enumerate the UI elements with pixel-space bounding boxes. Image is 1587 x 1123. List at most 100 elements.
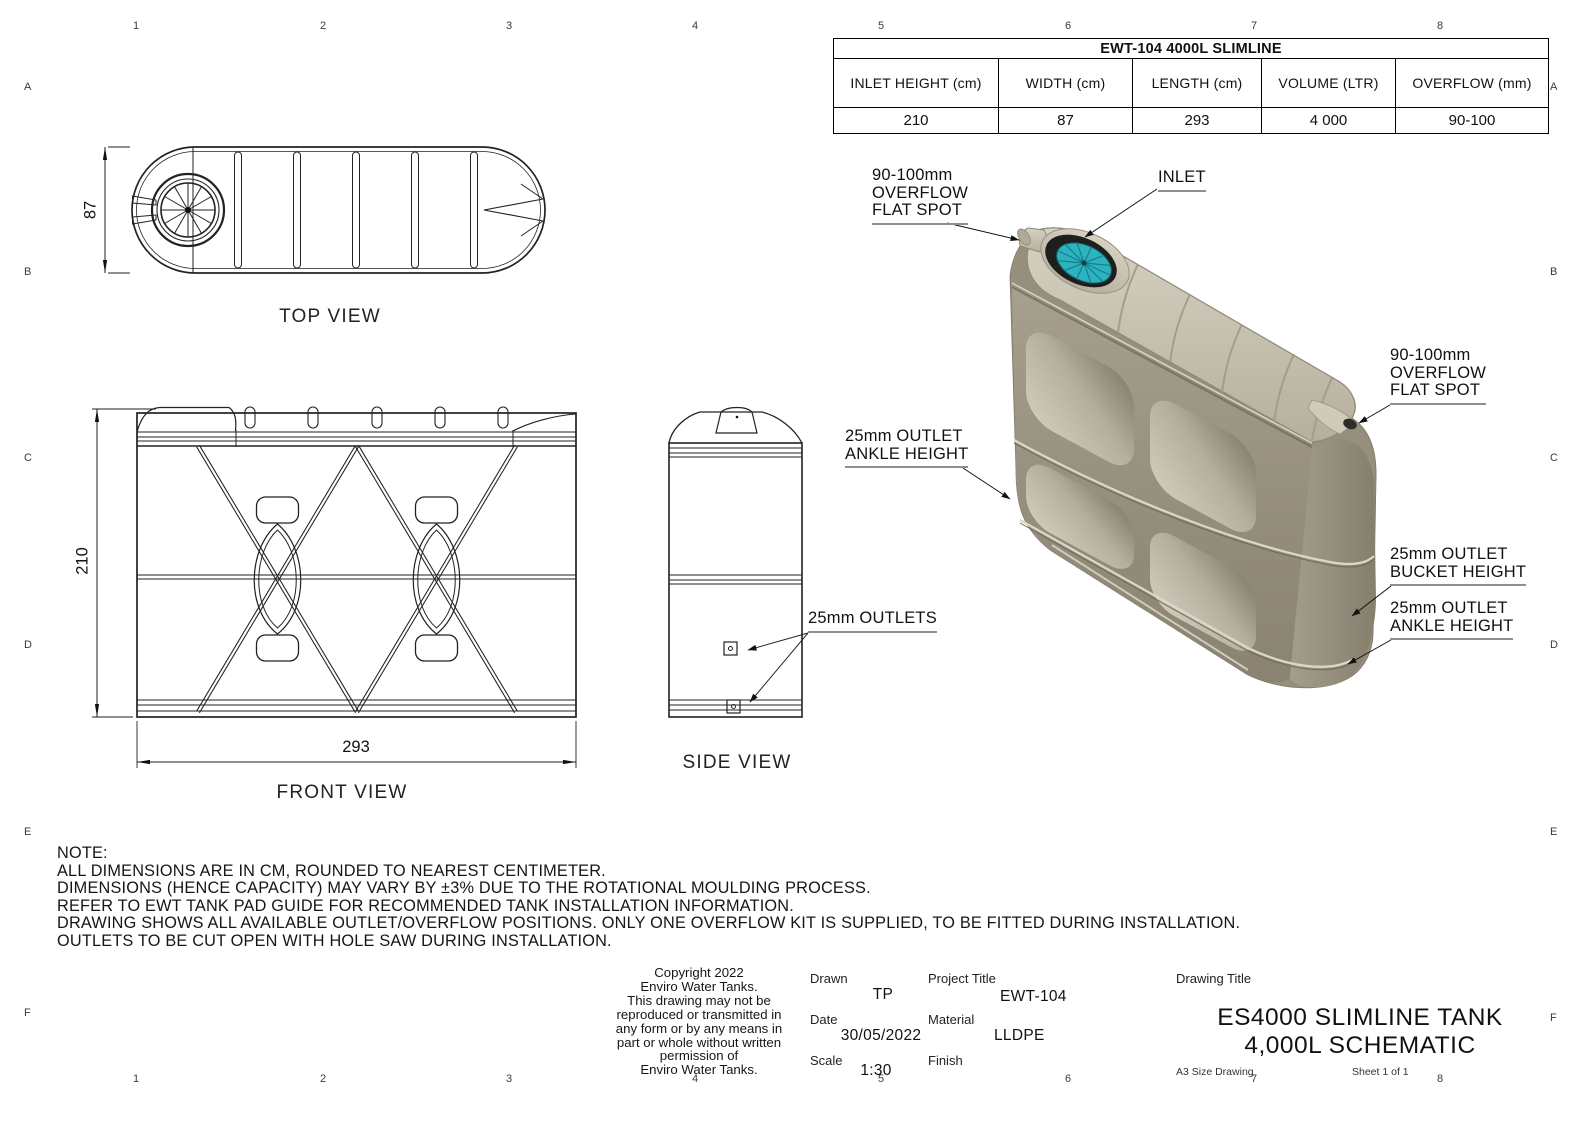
- grid-row-marker: E: [24, 826, 32, 838]
- grid-col-marker: 5: [878, 20, 885, 32]
- notes-block: NOTE: ALL DIMENSIONS ARE IN CM, ROUNDED …: [57, 844, 1241, 951]
- overflow-right-callout: 90-100mm OVERFLOW FLAT SPOT: [1390, 346, 1487, 405]
- drawn-value: TP: [872, 986, 894, 1003]
- grid-col-marker: 5: [878, 1073, 885, 1085]
- grid-col-marker: 4: [692, 20, 699, 32]
- copyright-line: This drawing may not be: [627, 992, 771, 1008]
- grid-col-marker: 3: [506, 1073, 513, 1085]
- dim-front-height: 210: [73, 547, 92, 575]
- grid-row-marker: E: [1550, 826, 1558, 838]
- grid-row-marker: C: [1550, 452, 1558, 464]
- note-line: REFER TO EWT TANK PAD GUIDE FOR RECOMMEN…: [57, 896, 794, 915]
- grid-col-marker: 7: [1251, 20, 1258, 32]
- copyright-line: Copyright 2022: [654, 965, 744, 980]
- grid-col-marker: 4: [692, 1073, 699, 1085]
- grid-row-marker: C: [24, 452, 32, 464]
- callout-line: 25mm OUTLET: [1390, 545, 1508, 563]
- top-view-label: TOP VIEW: [279, 306, 381, 327]
- side-view-label: SIDE VIEW: [682, 752, 792, 773]
- spec-col-header: OVERFLOW (mm): [1395, 58, 1549, 108]
- sheet-size-note: A3 Size Drawing: [1176, 1066, 1254, 1078]
- note-line: DIMENSIONS (HENCE CAPACITY) MAY VARY BY …: [57, 879, 871, 898]
- note-line: OUTLETS TO BE CUT OPEN WITH HOLE SAW DUR…: [57, 931, 612, 950]
- grid-row-marker: B: [24, 266, 32, 278]
- drawn-label: Drawn: [810, 971, 848, 986]
- spec-cell: 293: [1132, 107, 1262, 134]
- date-value: 30/05/2022: [840, 1027, 922, 1044]
- side-outlets-callout: 25mm OUTLETS: [808, 609, 937, 633]
- front-view-label: FRONT VIEW: [276, 782, 408, 803]
- drawing-title: ES4000 SLIMLINE TANK 4,000L SCHEMATIC: [1205, 1004, 1515, 1060]
- grid-col-marker: 1: [133, 20, 140, 32]
- callout-line: OVERFLOW: [872, 183, 969, 202]
- tank-inlet-lid: [1040, 228, 1130, 294]
- spec-col-header: VOLUME (LTR): [1261, 58, 1396, 108]
- grid-row-marker: D: [24, 639, 32, 651]
- grid-col-marker: 3: [506, 20, 513, 32]
- side-view-drawing: [668, 406, 809, 718]
- grid-row-marker: A: [1550, 81, 1558, 93]
- grid-col-marker: 7: [1251, 1073, 1258, 1085]
- callout-line: ANKLE HEIGHT: [845, 444, 969, 463]
- scale-label: Scale: [810, 1053, 843, 1068]
- callout-line: ANKLE HEIGHT: [1390, 616, 1514, 635]
- spec-cell: 4 000: [1261, 107, 1396, 134]
- drawing-title-line: ES4000 SLIMLINE TANK: [1217, 1004, 1503, 1031]
- note-line: DRAWING SHOWS ALL AVAILABLE OUTLET/OVERF…: [57, 914, 1241, 933]
- outlet-bucket-callout: 25mm OUTLET BUCKET HEIGHT: [1390, 545, 1527, 586]
- callout-line: 90-100mm: [1390, 346, 1471, 364]
- scale-value: 1:30: [860, 1062, 892, 1079]
- spec-col-header: INLET HEIGHT (cm): [833, 58, 999, 108]
- grid-row-marker: D: [1550, 639, 1558, 651]
- dim-front-length: 293: [342, 738, 370, 756]
- iso-view-drawing: [946, 188, 1392, 689]
- front-view-drawing: [92, 406, 577, 768]
- spec-col-header: LENGTH (cm): [1132, 58, 1262, 108]
- grid-col-marker: 2: [320, 20, 327, 32]
- callout-line: 25mm OUTLET: [1390, 599, 1508, 617]
- inlet-callout: INLET: [1158, 168, 1206, 192]
- note-line: ALL DIMENSIONS ARE IN CM, ROUNDED TO NEA…: [57, 861, 606, 880]
- callout-line: FLAT SPOT: [1390, 381, 1481, 399]
- spec-cell: 210: [833, 107, 999, 134]
- tank-lid-top: [150, 172, 226, 248]
- drawing-title-label: Drawing Title: [1176, 971, 1252, 986]
- callout-line: FLAT SPOT: [872, 201, 963, 219]
- project-title-value: EWT-104: [1000, 988, 1067, 1005]
- material-value: LLDPE: [994, 1027, 1045, 1044]
- notes-heading: NOTE:: [57, 844, 108, 862]
- grid-row-marker: A: [24, 81, 32, 93]
- outlet-ankle-right-callout: 25mm OUTLET ANKLE HEIGHT: [1390, 599, 1514, 640]
- copyright-line: any form or by any means in: [615, 1020, 783, 1036]
- grid-col-marker: 6: [1065, 20, 1072, 32]
- dim-top-width: 87: [81, 200, 100, 220]
- callout-line: 90-100mm: [872, 166, 953, 184]
- project-title-label: Project Title: [928, 971, 996, 986]
- spec-col-header: WIDTH (cm): [998, 58, 1133, 108]
- grid-row-marker: F: [1550, 1012, 1557, 1024]
- callout-line: 25mm OUTLET: [845, 427, 963, 445]
- copyright-line: part or whole without written: [616, 1034, 782, 1050]
- spec-table-title: EWT-104 4000L SLIMLINE: [833, 38, 1549, 59]
- copyright-line: Enviro Water Tanks.: [640, 978, 758, 994]
- grid-col-marker: 1: [133, 1073, 140, 1085]
- finish-label: Finish: [928, 1053, 963, 1068]
- callout-line: BUCKET HEIGHT: [1390, 562, 1527, 581]
- sheet-number-note: Sheet 1 of 1: [1352, 1066, 1409, 1078]
- grid-col-marker: 6: [1065, 1073, 1072, 1085]
- grid-row-marker: F: [24, 1007, 31, 1019]
- copyright-line: Enviro Water Tanks.: [640, 1062, 758, 1078]
- spec-cell: 90-100: [1395, 107, 1549, 134]
- copyright-line: reproduced or transmitted in: [616, 1006, 782, 1022]
- copyright-line: permission of: [659, 1048, 739, 1064]
- grid-col-marker: 8: [1437, 1073, 1444, 1085]
- date-label: Date: [810, 1012, 838, 1027]
- drawing-title-line: 4,000L SCHEMATIC: [1244, 1032, 1476, 1059]
- spec-cell: 87: [998, 107, 1133, 134]
- copyright-block: Copyright 2022 Enviro Water Tanks. This …: [585, 966, 813, 1077]
- overflow-left-callout: 90-100mm OVERFLOW FLAT SPOT: [872, 166, 969, 225]
- grid-row-marker: B: [1550, 266, 1558, 278]
- callout-line: OVERFLOW: [1390, 363, 1487, 382]
- top-view-drawing: [102, 146, 546, 274]
